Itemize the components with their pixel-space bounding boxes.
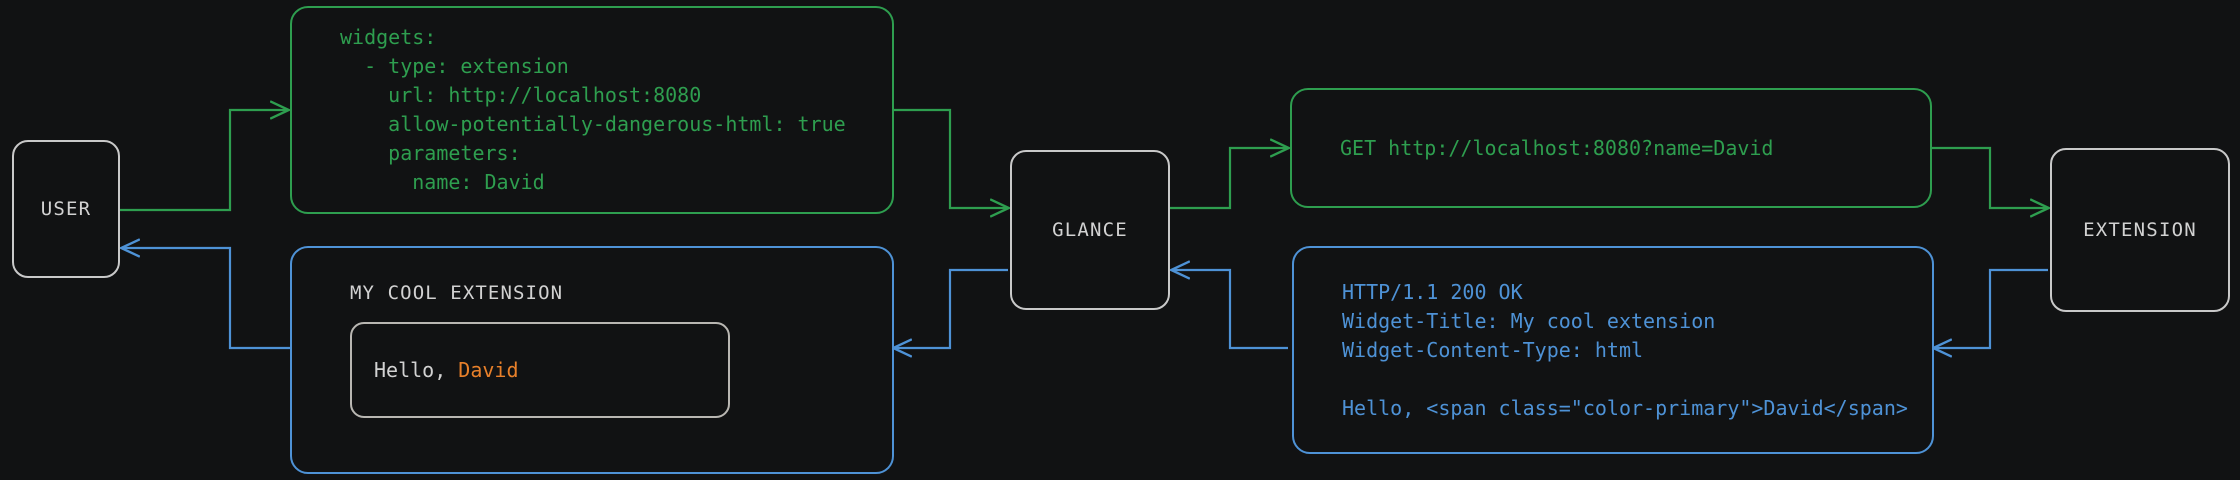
- widget-content-card: Hello, David: [350, 322, 730, 418]
- rendered-widget-box: MY COOL EXTENSION Hello, David: [290, 246, 894, 474]
- wire-config-to-glance: [894, 108, 1008, 208]
- node-user[interactable]: USER: [12, 140, 120, 278]
- wire-request-to-extension: [1932, 146, 2048, 208]
- wire-glance-to-request: [1170, 148, 1288, 210]
- http-request-text: GET http://localhost:8080?name=David: [1340, 135, 1774, 160]
- wire-glance-to-widget: [894, 268, 1008, 348]
- node-glance[interactable]: GLANCE: [1010, 150, 1170, 310]
- node-extension-label: EXTENSION: [2083, 219, 2197, 241]
- config-yaml-text: widgets: - type: extension url: http://l…: [340, 25, 846, 194]
- widget-greeting-prefix: Hello,: [374, 358, 459, 382]
- wire-extension-to-response: [1934, 268, 2048, 348]
- node-extension[interactable]: EXTENSION: [2050, 148, 2230, 312]
- wire-widget-to-user: [122, 248, 290, 350]
- widget-title: MY COOL EXTENSION: [350, 282, 564, 304]
- config-yaml-box: widgets: - type: extension url: http://l…: [290, 6, 894, 214]
- http-response-box: HTTP/1.1 200 OK Widget-Title: My cool ex…: [1292, 246, 1934, 454]
- http-response-text: HTTP/1.1 200 OK Widget-Title: My cool ex…: [1342, 279, 1908, 420]
- node-user-label: USER: [40, 198, 92, 220]
- wire-response-to-glance: [1172, 270, 1288, 350]
- widget-greeting-name: David: [458, 358, 519, 382]
- wire-user-to-config: [120, 110, 288, 212]
- http-request-box: GET http://localhost:8080?name=David: [1290, 88, 1932, 208]
- node-glance-label: GLANCE: [1052, 219, 1128, 241]
